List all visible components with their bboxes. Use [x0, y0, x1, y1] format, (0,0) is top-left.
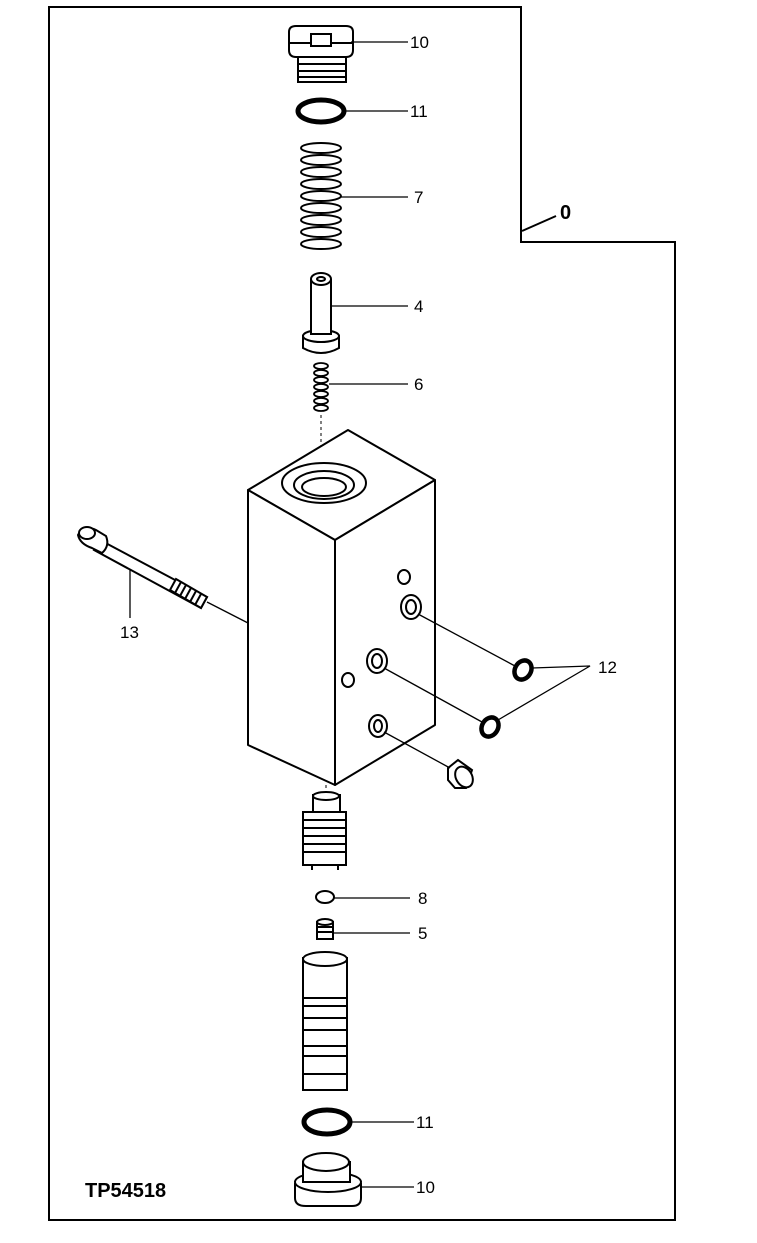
callout-10-bottom: 10 — [416, 1178, 435, 1197]
screw-axis — [206, 601, 249, 624]
callout-8: 8 — [418, 889, 427, 908]
valve-block — [247, 429, 436, 786]
diagram-frame — [48, 6, 676, 1221]
callout-12: 12 — [598, 658, 617, 677]
callout-6: 6 — [414, 375, 423, 394]
callout-10-top: 10 — [410, 33, 429, 52]
leader-12 — [497, 665, 591, 721]
poppet-part — [302, 272, 340, 354]
oring-top-part — [295, 97, 347, 125]
small-spring-part — [313, 362, 329, 412]
port-axis-12a — [417, 613, 516, 667]
small-plug-part — [447, 758, 474, 789]
spool-part — [302, 791, 347, 870]
callout-11-bottom: 11 — [416, 1113, 434, 1132]
callout-11-top: 11 — [410, 102, 428, 121]
seat-part — [316, 918, 334, 940]
cap-screw-part — [76, 526, 209, 610]
callout-13: 13 — [120, 623, 139, 642]
spring-part — [300, 142, 342, 250]
callout-4: 4 — [414, 297, 423, 316]
oring-bottom-part — [301, 1107, 353, 1137]
oring-12b-part — [479, 715, 501, 739]
plug-bottom-part — [294, 1152, 362, 1207]
port-axis-12b — [383, 667, 483, 723]
ball-part — [315, 890, 335, 904]
callout-0: 0 — [560, 202, 571, 224]
leader-0 — [521, 215, 557, 232]
callout-5: 5 — [418, 924, 427, 943]
plug-axis — [383, 731, 451, 769]
oring-12a-part — [512, 658, 534, 682]
figure-id: TP54518 — [85, 1180, 166, 1202]
callout-7: 7 — [414, 188, 423, 207]
sleeve-part — [302, 951, 348, 1091]
plug-top-part — [288, 25, 354, 83]
